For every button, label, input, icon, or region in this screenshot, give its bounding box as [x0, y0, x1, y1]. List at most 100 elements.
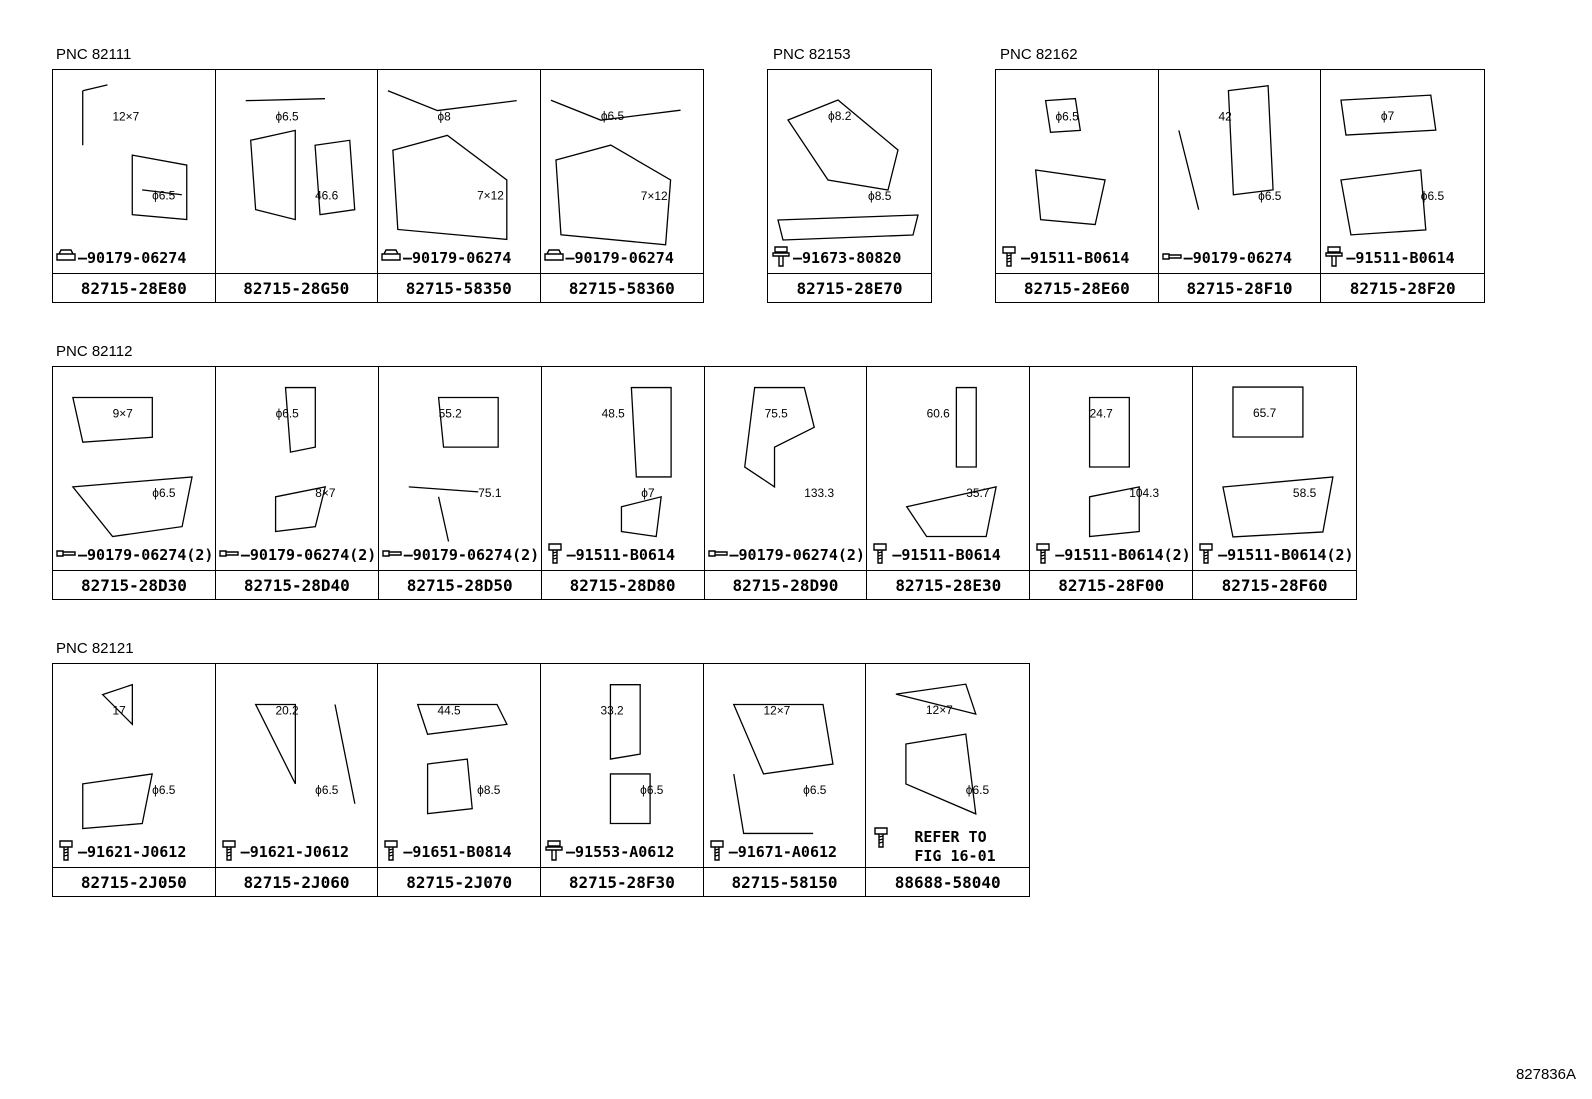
dimension-label: ϕ6.5 — [275, 406, 299, 420]
clip-nut-icon — [218, 542, 240, 568]
dimension-label: ϕ6.5 — [275, 109, 299, 123]
fastener-callout: —91511-B0614 — [869, 542, 1027, 568]
bolt-icon — [706, 839, 728, 865]
fastener-part-number: —90179-06274 — [565, 249, 674, 267]
part-number: 82715-28F20 — [1321, 273, 1485, 302]
illustration-id: 827836A — [1515, 1066, 1576, 1083]
dimension-label: 9×7 — [113, 406, 134, 420]
dimension-label: 60.6 — [927, 406, 951, 420]
dimension-label: 7×12 — [477, 189, 504, 203]
part-drawing: 55.2 75.1 — [408, 396, 502, 542]
refer-line: REFER TO — [914, 828, 987, 846]
dimension-label: 133.3 — [804, 486, 834, 500]
part-drawing: 60.6 35.7 — [906, 386, 998, 538]
fastener-part-number: —91673-80820 — [793, 249, 902, 267]
fastener-part-number: —91553-A0612 — [566, 843, 675, 861]
bolt-washer-icon — [543, 839, 565, 865]
part-number: 82715-28D30 — [53, 570, 215, 599]
part-number: 82715-28D90 — [704, 570, 867, 599]
dimension-label: 75.5 — [764, 406, 788, 420]
group-label-82162: PNC 82162 — [1000, 46, 1078, 63]
part-number: 82715-28E30 — [867, 570, 1030, 599]
fastener-callout: —91651-B0814 — [380, 839, 538, 865]
fastener-callout: —91553-A0612 — [543, 839, 701, 865]
dimension-label: ϕ6.5 — [640, 783, 664, 797]
bolt-icon — [55, 839, 77, 865]
dimension-label: ϕ6.5 — [1421, 189, 1445, 203]
fastener-callout: —91621-J0612 — [55, 839, 213, 865]
part-drawing: 33.2 ϕ6.5 — [601, 684, 664, 825]
refer-figure: FIG 16-01 — [914, 847, 996, 865]
clip-nut-icon — [1161, 245, 1183, 271]
part-drawing: 44.5 ϕ8.5 — [417, 703, 509, 815]
part-number: 82715-28D50 — [378, 570, 541, 599]
part-number: 82715-2J060 — [215, 867, 378, 896]
fastener-callout: —90179-06274(2) — [218, 542, 376, 568]
fastener-callout: —90179-06274 — [1161, 245, 1319, 271]
part-number: 82715-28E70 — [768, 273, 931, 302]
fastener-part-number: —91651-B0814 — [403, 843, 512, 861]
bolt-icon — [1032, 542, 1054, 568]
fastener-part-number: —91511-B0614 — [1021, 249, 1130, 267]
fastener-callout: —91511-B0614 — [998, 245, 1156, 271]
dimension-label: 12×7 — [926, 703, 953, 717]
fastener-part-number: —90179-06274(2) — [78, 546, 213, 564]
dimension-label: 24.7 — [1090, 406, 1114, 420]
dimension-label: 44.5 — [438, 703, 462, 717]
dimension-label: 48.5 — [601, 406, 625, 420]
group-label-82111: PNC 82111 — [56, 46, 132, 63]
fastener-callout: —91511-B0614 — [1323, 245, 1482, 271]
part-drawing: ϕ7 ϕ6.5 — [1340, 94, 1445, 236]
part-drawing: ϕ6.546.6 — [245, 98, 355, 221]
dimension-label: 42 — [1218, 109, 1232, 123]
clip-nut-icon — [55, 542, 77, 568]
bolt-icon — [380, 839, 402, 865]
dimension-label: ϕ6.5 — [600, 109, 624, 123]
dimension-label: ϕ7 — [641, 486, 655, 500]
part-cell: 55.2 75.1 —90179-06274(2)82715-28D50 — [378, 367, 542, 599]
part-drawing: ϕ8.2ϕ8.5 — [777, 99, 919, 241]
dimension-label: ϕ6.5 — [803, 783, 827, 797]
part-drawing: ϕ6.5 — [1034, 97, 1106, 226]
part-number: 82715-58350 — [378, 273, 540, 302]
fastener-part-number: —91621-J0612 — [240, 843, 350, 861]
fastener-part-number: —90179-06274 — [78, 249, 187, 267]
part-number: 82715-28F00 — [1030, 570, 1193, 599]
part-number: 82715-28F60 — [1193, 570, 1356, 599]
dimension-label: 35.7 — [967, 486, 991, 500]
part-number: 82715-28D80 — [541, 570, 704, 599]
part-drawing: ϕ6.58×7 — [274, 386, 336, 533]
fastener-callout: —90179-06274(2) — [381, 542, 539, 568]
part-drawing: ϕ6.57×12 — [550, 99, 681, 246]
dimension-label: ϕ8.5 — [478, 783, 502, 797]
dimension-label: ϕ7 — [1381, 109, 1395, 123]
dimension-label: 75.1 — [478, 486, 502, 500]
fastener-callout: —90179-06274 — [380, 245, 538, 271]
dimension-label: ϕ8.2 — [828, 109, 852, 123]
dimension-label: 55.2 — [438, 406, 462, 420]
group-label-82153: PNC 82153 — [773, 46, 851, 63]
dimension-label: ϕ6.5 — [152, 783, 176, 797]
fastener-callout: —90179-06274 — [55, 245, 213, 271]
dimension-label: ϕ6.5 — [152, 486, 176, 500]
dimension-label: 33.2 — [601, 703, 625, 717]
